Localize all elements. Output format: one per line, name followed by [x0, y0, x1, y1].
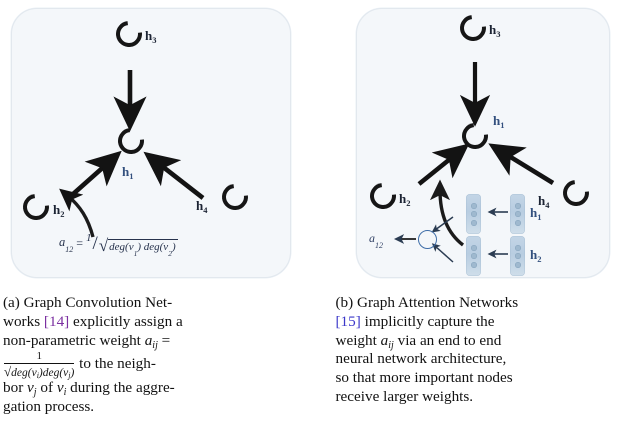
caption-a-text2-post: explicitly assign a — [69, 312, 183, 330]
fraction-denominator: √deg(vi)deg(vj) — [4, 362, 75, 380]
formula-alpha: a12 — [59, 234, 74, 255]
vector-dot — [470, 253, 477, 259]
vector-dot — [514, 261, 521, 268]
formula-slash: / — [92, 233, 98, 254]
node-ring-icon — [112, 122, 150, 160]
caption-b: (b) Graph Attention Networks [15] implic… — [289, 292, 623, 442]
node-h4 — [557, 174, 595, 212]
caption-a-text5-post: during the aggre- — [66, 379, 175, 397]
node-label-h3: h3 — [145, 28, 157, 45]
caption-a-fraction: 1 √deg(vi)deg(vj) — [4, 350, 75, 380]
radical-sign-icon: √ — [98, 235, 109, 255]
node-ring-icon — [110, 15, 148, 53]
vector-dot — [514, 202, 521, 209]
node-h4 — [216, 178, 254, 216]
node-label-h2: h2 — [53, 202, 65, 219]
weight-formula: a12 = 1 / √ deg(v1) deg(v2) — [59, 232, 178, 258]
vector-dot — [514, 219, 521, 226]
node-label-h1: h1 — [122, 164, 134, 181]
fraction-numerator: 1 — [36, 350, 42, 363]
caption-b-text3-post: via an end to end — [393, 331, 502, 349]
node-h3 — [110, 15, 148, 53]
caption-a-text4: to the neigh- — [75, 355, 156, 373]
citation-14[interactable]: [14] — [43, 312, 70, 330]
node-h3 — [454, 9, 492, 47]
node-label-h2: h2 — [399, 191, 411, 208]
caption-b-text3-pre: weight — [335, 331, 381, 349]
caption-a-text2-pre: works — [3, 312, 44, 330]
caption-a-equals: = — [161, 331, 171, 349]
vector-dot — [514, 244, 521, 251]
node-h2 — [364, 177, 402, 215]
caption-a-marker: (a) — [3, 294, 20, 311]
panel-a-background — [11, 8, 291, 278]
node-ring-icon — [364, 177, 402, 215]
vector-dot — [470, 244, 477, 251]
caption-b-var: aij — [380, 331, 394, 351]
panel-b-graph-attention: h3 h1 h2 h4 — [320, 0, 623, 292]
vector-dot — [514, 211, 521, 217]
feature-vector-block — [510, 236, 525, 276]
diagram-panels-row: h3 h1 h2 h4 — [0, 0, 623, 292]
node-label-h1: h1 — [493, 113, 505, 130]
caption-a-text5-mid: of — [36, 379, 57, 397]
captions-row: (a) Graph Convolution Net- works [14] ex… — [0, 292, 623, 442]
vector-dot — [470, 202, 477, 209]
node-h1 — [456, 117, 494, 155]
caption-b-text4: neural network architecture, — [335, 350, 507, 368]
formula-equals: = — [76, 235, 84, 250]
formula-numerator: 1 — [86, 232, 92, 244]
node-h1 — [112, 122, 150, 160]
panel-b-stage: h3 h1 h2 h4 — [320, 0, 623, 292]
panel-b-background — [356, 8, 610, 278]
node-ring-icon — [17, 188, 55, 226]
caption-b-text5: so that more important nodes — [335, 369, 513, 387]
caption-b-text1: Graph Attention Networks — [353, 294, 519, 311]
caption-b-marker: (b) — [335, 294, 354, 311]
node-h2 — [17, 188, 55, 226]
vector-dot — [470, 219, 477, 226]
caption-a-var-vj: vj — [27, 379, 37, 399]
node-ring-icon — [454, 9, 492, 47]
caption-a-var-vi: vi — [56, 379, 67, 399]
caption-a-var: aij — [144, 331, 158, 351]
vector-label-h2: h2 — [530, 247, 542, 264]
attention-circle — [418, 230, 437, 249]
attention-alpha-label: a12 — [369, 231, 383, 251]
caption-a-text3: non-parametric weight — [3, 331, 145, 349]
node-ring-icon — [456, 117, 494, 155]
caption-a-text1: Graph Convolution Net- — [23, 294, 173, 311]
radical-sign-icon: √ — [4, 363, 12, 379]
panel-a-graph-convolution: h3 h1 h2 h4 — [0, 0, 320, 292]
caption-a-text6: gation process. — [3, 397, 95, 415]
caption-a-text5-pre: bor — [3, 379, 28, 397]
panel-a-stage: h3 h1 h2 h4 — [0, 0, 320, 292]
citation-15[interactable]: [15] — [335, 312, 361, 330]
vector-dot — [514, 253, 521, 259]
vector-dot — [470, 211, 477, 217]
feature-vector-block — [466, 236, 481, 276]
vector-dot — [470, 261, 477, 268]
node-label-h3: h3 — [489, 22, 501, 39]
vector-label-h1: h1 — [530, 205, 542, 222]
feature-vector-block — [466, 194, 481, 234]
caption-a: (a) Graph Convolution Net- works [14] ex… — [0, 292, 289, 442]
caption-b-text2: implicitly capture the — [360, 312, 495, 330]
formula-radical: √ deg(v1) deg(v2) — [98, 235, 178, 258]
caption-b-text6: receive larger weights. — [335, 387, 474, 405]
node-label-h4: h4 — [196, 198, 208, 215]
formula-denominator: deg(v1) deg(v2) — [108, 238, 178, 258]
feature-vector-block — [510, 194, 525, 234]
node-ring-icon — [216, 178, 254, 216]
node-label-h4: h4 — [538, 193, 550, 210]
node-ring-icon — [557, 174, 595, 212]
